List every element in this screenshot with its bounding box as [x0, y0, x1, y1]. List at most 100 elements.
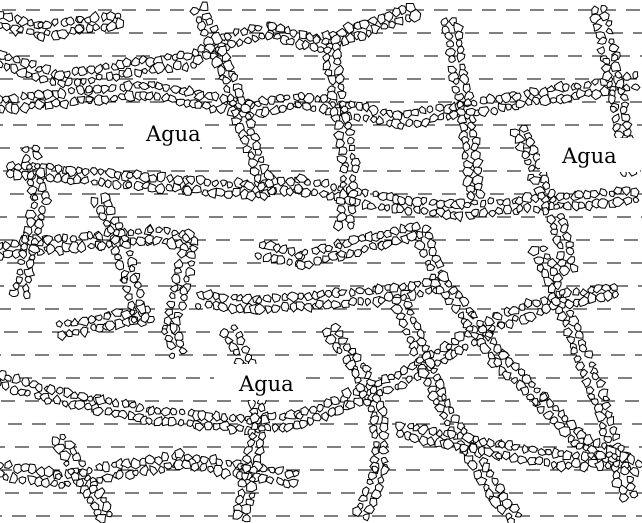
soil-particle [62, 234, 67, 242]
soil-particle [473, 436, 479, 442]
soil-particle [455, 332, 464, 342]
soil-particle [149, 175, 157, 183]
soil-particle [348, 137, 355, 144]
soil-particle [56, 387, 63, 394]
soil-particle [32, 145, 40, 151]
soil-particle [272, 294, 280, 302]
soil-particle [370, 386, 376, 394]
soil-particle [11, 104, 18, 114]
soil-particle [287, 103, 294, 109]
soil-particle [44, 30, 50, 36]
soil-particle [86, 97, 93, 102]
soil-particle [325, 245, 333, 251]
soil-particle [183, 53, 193, 60]
soil-particle [390, 283, 399, 292]
soil-particle [87, 497, 94, 504]
soil-particle [106, 398, 112, 405]
soil-particle [469, 444, 477, 453]
soil-particle [22, 378, 30, 387]
soil-particle [170, 408, 177, 415]
soil-particle [227, 182, 232, 188]
soil-particle [27, 179, 34, 186]
water-label-3: Agua [238, 372, 294, 396]
soil-particle [96, 74, 102, 80]
soil-particle [321, 95, 329, 102]
soil-particle [354, 250, 361, 257]
soil-particle [298, 293, 304, 299]
soil-particle [175, 268, 182, 273]
soil-particle [550, 98, 557, 104]
soil-particle [622, 114, 630, 122]
soil-particle [116, 223, 124, 229]
soil-particle [213, 292, 219, 300]
soil-particle [121, 277, 126, 283]
soil-particle [488, 198, 494, 204]
soil-particle [505, 441, 513, 451]
soil-particle [414, 120, 422, 127]
soil-particle [445, 399, 451, 407]
soil-particle [404, 301, 413, 308]
soil-particle [563, 451, 572, 460]
soil-particle [99, 213, 107, 221]
soil-particle [562, 416, 568, 422]
soil-particle [104, 313, 111, 320]
soil-particle [381, 24, 388, 29]
soil-particle [564, 193, 570, 199]
soil-particle [263, 295, 271, 302]
soil-particle [335, 406, 343, 415]
soil-particle [491, 107, 498, 115]
soil-particle [543, 208, 549, 215]
soil-particle [356, 102, 363, 110]
soil-particle [599, 429, 606, 436]
soil-particle [3, 250, 13, 257]
soil-particle [35, 228, 42, 235]
soil-particle [427, 106, 433, 113]
soil-particle [462, 152, 468, 159]
soil-particle [106, 206, 115, 214]
soil-particle [128, 230, 133, 236]
soil-particle [331, 397, 339, 405]
soil-particle [206, 18, 213, 25]
soil-particle [29, 464, 37, 474]
soil-particle [115, 254, 122, 260]
soil-particle [463, 344, 469, 350]
soil-particle [417, 231, 423, 239]
soil-particle [570, 264, 577, 272]
soil-particle [254, 26, 262, 31]
soil-particle [358, 298, 363, 306]
soil-particle [72, 330, 79, 335]
soil-particle [455, 93, 464, 100]
soil-particle [107, 511, 112, 516]
soil-particle [627, 476, 633, 482]
soil-particle [349, 197, 355, 205]
soil-particle [154, 408, 161, 415]
soil-particle [556, 252, 564, 260]
soil-particle [164, 463, 172, 469]
soil-particle [299, 31, 307, 39]
soil-particle [392, 297, 401, 304]
soil-particle [598, 199, 608, 208]
soil-particle [224, 191, 233, 198]
soil-particle [154, 93, 161, 101]
soil-particle [124, 91, 134, 102]
soil-particle [348, 205, 356, 214]
soil-particle [133, 470, 139, 475]
soil-particle [576, 331, 584, 338]
soil-particle [281, 302, 289, 311]
soil-particle [388, 374, 395, 379]
soil-particle [9, 289, 18, 297]
soil-particle [67, 178, 74, 184]
soil-particle [445, 49, 455, 57]
soil-particle [38, 22, 43, 28]
soil-particle [103, 462, 110, 472]
soil-particle [372, 466, 378, 472]
soil-particle [348, 222, 355, 229]
soil-particle [609, 39, 614, 44]
soil-particle [525, 159, 532, 165]
water-label-1: Agua [145, 122, 201, 146]
soil-particle [534, 257, 544, 264]
soil-particle [39, 76, 48, 83]
soil-particle [425, 232, 433, 239]
soil-particle [503, 205, 511, 214]
soil-particle [68, 87, 74, 93]
